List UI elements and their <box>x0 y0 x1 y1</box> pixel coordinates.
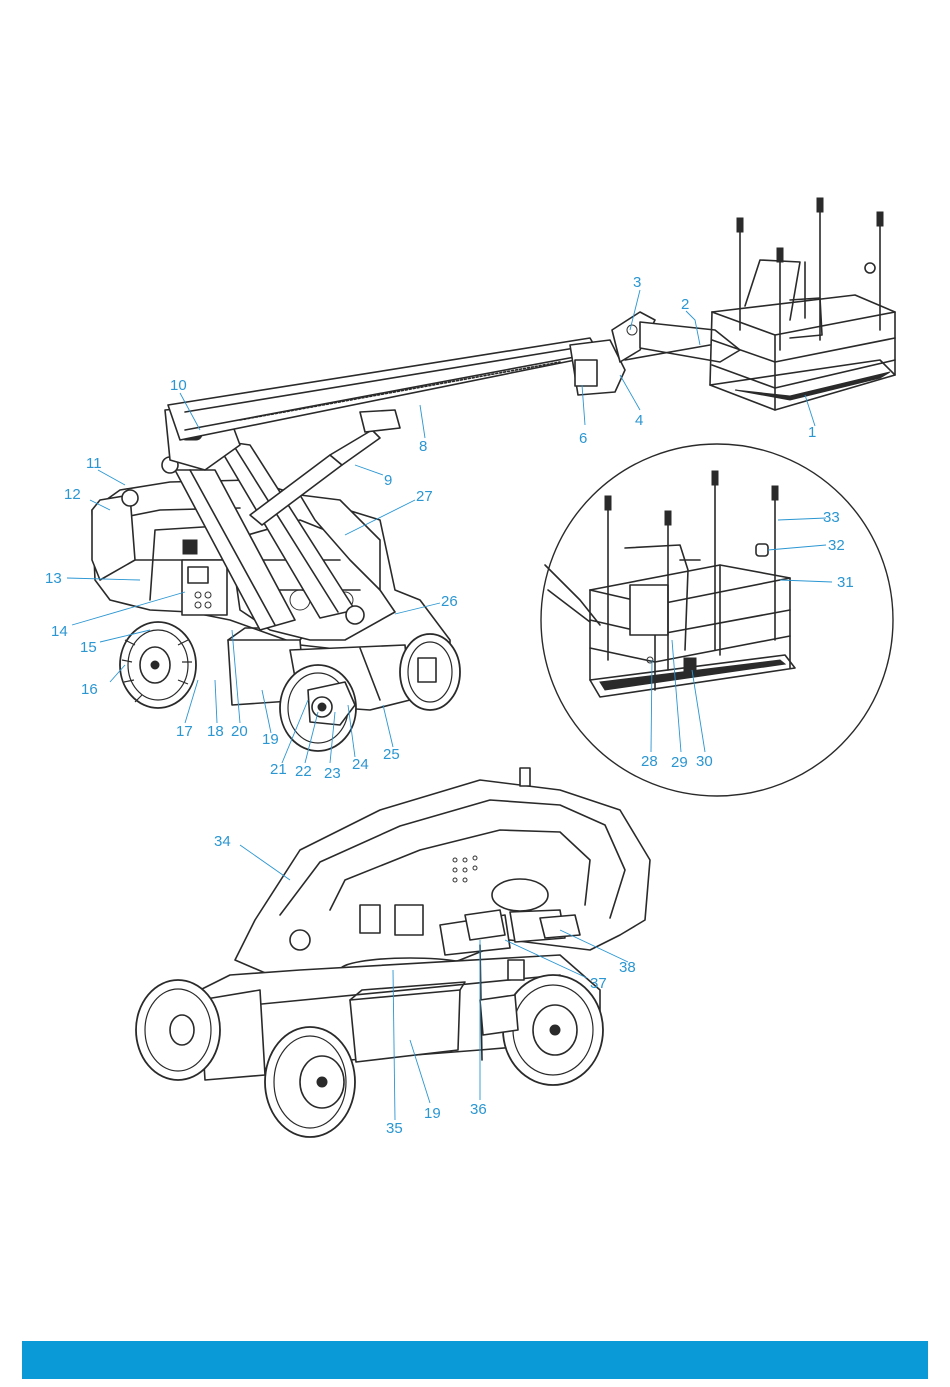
label-28: 28 <box>641 753 658 770</box>
label-20: 20 <box>231 723 248 740</box>
label-27: 27 <box>416 488 433 505</box>
label-21: 21 <box>270 761 287 778</box>
platform-basket <box>710 198 895 410</box>
label-29: 29 <box>671 754 688 771</box>
chassis-wheel-front <box>265 1027 355 1137</box>
label-9: 9 <box>384 472 392 489</box>
label-10: 10 <box>170 377 187 394</box>
label-2: 2 <box>681 296 689 313</box>
footer-bar <box>22 1341 928 1379</box>
platform-detail-inset <box>541 444 893 796</box>
label-30: 30 <box>696 753 713 770</box>
label-19: 19 <box>262 731 279 748</box>
label-23: 23 <box>324 765 341 782</box>
label-25: 25 <box>383 746 400 763</box>
label-16: 16 <box>81 681 98 698</box>
label-3: 3 <box>633 274 641 291</box>
label-12: 12 <box>64 486 81 503</box>
label-18: 18 <box>207 723 224 740</box>
label-8: 8 <box>419 438 427 455</box>
label-4: 4 <box>635 412 643 429</box>
label-22: 22 <box>295 763 312 780</box>
label-19-bottom: 19 <box>424 1105 441 1122</box>
label-6: 6 <box>579 430 587 447</box>
label-24: 24 <box>352 756 369 773</box>
label-33: 33 <box>823 509 840 526</box>
chassis-wheel-left <box>136 980 220 1080</box>
wheel-front-left <box>280 665 356 751</box>
label-32: 32 <box>828 537 845 554</box>
label-34: 34 <box>214 833 231 850</box>
label-38: 38 <box>619 959 636 976</box>
label-1: 1 <box>808 424 816 441</box>
label-31: 31 <box>837 574 854 591</box>
label-37: 37 <box>590 975 607 992</box>
label-11: 11 <box>86 455 102 472</box>
label-14: 14 <box>51 623 68 640</box>
chassis-view <box>136 768 650 1137</box>
label-26: 26 <box>441 593 458 610</box>
label-35: 35 <box>386 1120 403 1137</box>
label-15: 15 <box>80 639 97 656</box>
label-13: 13 <box>45 570 62 587</box>
label-17: 17 <box>176 723 193 740</box>
label-36: 36 <box>470 1101 487 1118</box>
wheel-front-right <box>400 634 460 710</box>
